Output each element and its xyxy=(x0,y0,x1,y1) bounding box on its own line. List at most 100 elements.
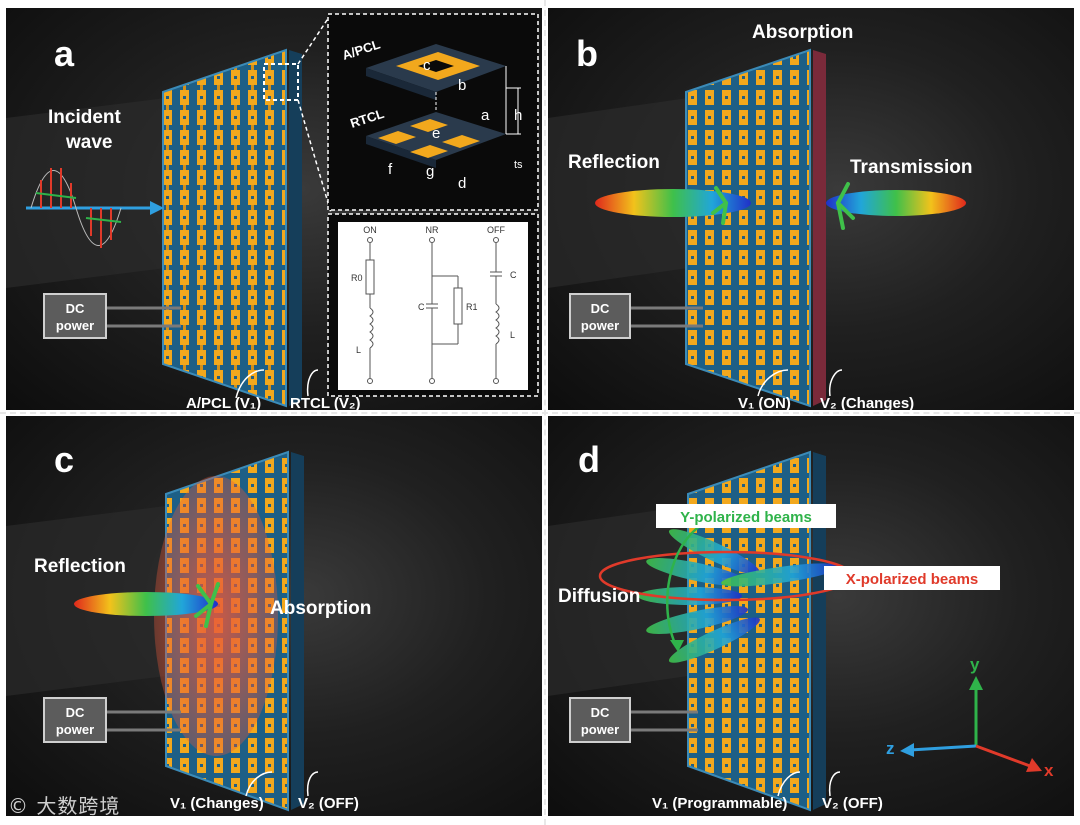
panel-letter-c: c xyxy=(54,439,74,480)
dim-f: f xyxy=(388,161,393,178)
incident-arrowhead xyxy=(150,201,164,215)
panel-divider-horizontal xyxy=(0,412,1080,414)
absorption-label: Absorption xyxy=(752,22,853,43)
circuit-on: ON xyxy=(363,225,377,235)
dim-h: h xyxy=(514,107,522,124)
circuit-l2: L xyxy=(510,330,515,340)
beam-shadow xyxy=(548,506,688,696)
axis-x-label: x xyxy=(1044,761,1054,780)
circuit-off: OFF xyxy=(487,225,505,235)
dim-c: c xyxy=(423,57,431,74)
label-v2: V₂ (OFF) xyxy=(298,795,359,812)
label-v1: V₁ (Programmable) xyxy=(652,795,787,812)
circuit-c2: C xyxy=(510,270,517,280)
panel-divider-vertical xyxy=(544,0,546,825)
circuit-nr: NR xyxy=(426,225,439,235)
rtcl-layer xyxy=(813,452,826,810)
unit-cell-highlight xyxy=(263,63,299,101)
diffusion-label: Diffusion xyxy=(558,586,640,607)
circuit-lines xyxy=(365,237,502,384)
transmission-beam xyxy=(826,190,966,216)
label-v1: V₁ (Changes) xyxy=(170,795,264,812)
unit-cell-3d xyxy=(366,44,521,168)
dc-label-1: DC xyxy=(66,705,85,720)
absorption-glow xyxy=(154,476,278,756)
axis-y-label: y xyxy=(970,655,980,674)
panel-letter-b: b xyxy=(576,33,598,74)
panel-d-figure: Y-polarized beams X-polarized beams Diff… xyxy=(548,439,1054,812)
dim-ts: ts xyxy=(514,159,523,171)
reflection-label: Reflection xyxy=(34,556,126,577)
rtcl-layer xyxy=(813,50,826,406)
scatter-arrows xyxy=(711,182,855,230)
dim-e: e xyxy=(432,125,440,142)
watermark: © 大数跨境 xyxy=(8,794,121,818)
absorption-label: Absorption xyxy=(270,598,371,619)
reflection-beam xyxy=(595,189,751,217)
wave-envelope xyxy=(30,170,122,246)
metasurface-board xyxy=(162,48,287,408)
reflection-beam xyxy=(74,592,218,616)
dc-power-box xyxy=(43,293,107,339)
circuit-l1: L xyxy=(356,345,361,355)
dc-label-1: DC xyxy=(591,705,610,720)
dim-d: d xyxy=(458,175,466,192)
circuit-c1: C xyxy=(418,302,425,312)
y-beams-arc xyxy=(666,522,704,647)
metasurface-board xyxy=(685,48,811,408)
beam-shadow xyxy=(548,98,688,288)
v2-pointer xyxy=(828,771,841,797)
x-beams-label: X-polarized beams xyxy=(846,571,979,588)
v2-pointer xyxy=(828,369,843,397)
scatter-arrows xyxy=(194,582,220,628)
rtcl-layer xyxy=(289,50,302,406)
dc-label-2: power xyxy=(56,318,94,333)
dc-power-box xyxy=(43,697,107,743)
circuit-r0: R0 xyxy=(351,273,363,283)
panel-c-figure: Reflection Absorption DC power V₁ (Chang… xyxy=(6,439,371,812)
zoom-line-top xyxy=(297,13,332,65)
label-v2: V₂ (Changes) xyxy=(820,395,914,410)
panel-b: Reflection Transmission Absorption DC po… xyxy=(548,8,1074,410)
reflection-label: Reflection xyxy=(568,152,660,173)
circuit-diagram xyxy=(338,222,528,390)
label-rtcl-v2: RTCL (V₂) xyxy=(290,395,361,410)
v1-pointer xyxy=(777,771,801,797)
dc-label-1: DC xyxy=(591,301,610,316)
y-beams-arrowhead xyxy=(670,640,684,652)
panel-letter-a: a xyxy=(54,33,75,74)
panel-letter-d: d xyxy=(578,439,600,480)
x-beams-box xyxy=(824,566,1000,590)
dc-label-1: DC xyxy=(66,301,85,316)
beam-shadow xyxy=(6,98,166,288)
label-v2: V₂ (OFF) xyxy=(822,795,883,812)
v2-pointer xyxy=(306,369,319,397)
incident-label-1: Incident xyxy=(48,107,122,128)
zoom-line-bottom xyxy=(297,99,332,214)
dc-label-2: power xyxy=(581,722,619,737)
label-apcl-v1: A/PCL (V₁) xyxy=(186,395,261,410)
circuit-r1: R1 xyxy=(466,302,478,312)
dc-label-2: power xyxy=(581,318,619,333)
e-field-arrows xyxy=(35,168,122,248)
dim-b: b xyxy=(458,77,466,94)
transmission-label: Transmission xyxy=(850,157,973,178)
y-beams-box xyxy=(656,504,836,528)
label-v1: V₁ (ON) xyxy=(738,395,791,410)
v1-pointer xyxy=(245,771,273,797)
panel-b-figure: Reflection Transmission Absorption DC po… xyxy=(548,22,973,410)
dim-a: a xyxy=(481,107,490,124)
coordinate-axes xyxy=(900,676,1042,772)
y-beams-label: Y-polarized beams xyxy=(680,509,812,526)
dc-label-2: power xyxy=(56,722,94,737)
axis-z-label: z xyxy=(886,739,895,758)
panel-d: Y-polarized beams X-polarized beams Diff… xyxy=(548,416,1074,816)
panel-a: Incident wave DC power A/PCL (V₁) RTCL (… xyxy=(6,8,542,410)
dim-g: g xyxy=(426,163,434,180)
panel-a-figure: Incident wave DC power A/PCL (V₁) RTCL (… xyxy=(6,13,539,410)
v1-pointer xyxy=(757,369,789,397)
dc-power-box xyxy=(569,697,631,743)
incident-label-2: wave xyxy=(65,132,112,153)
v2-pointer xyxy=(306,771,319,797)
dc-power-box xyxy=(569,293,631,339)
